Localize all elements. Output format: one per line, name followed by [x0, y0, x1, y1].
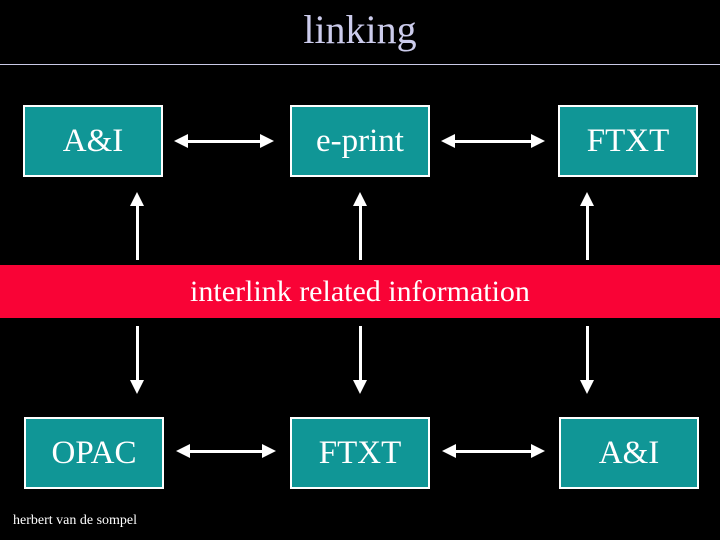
- arrowhead-left: [442, 444, 456, 458]
- arrowhead-left: [441, 134, 455, 148]
- down-arrow-right-icon: [580, 326, 594, 394]
- box-top-ftxt: FTXT: [558, 105, 698, 177]
- box-bottom-ftxt: FTXT: [290, 417, 430, 489]
- title-underline: [0, 64, 720, 65]
- box-top-eprint: e-print: [290, 105, 430, 177]
- arrowhead-up: [580, 192, 594, 206]
- up-arrow-right-icon: [580, 192, 594, 260]
- interlink-band: interlink related information: [0, 265, 720, 318]
- arrow-shaft: [585, 206, 589, 260]
- arrowhead-up: [353, 192, 367, 206]
- arrow-shaft: [135, 206, 139, 260]
- arrow-shaft: [585, 326, 589, 380]
- arrowhead-down: [353, 380, 367, 394]
- double-arrow-top-left-icon: [174, 134, 274, 148]
- double-arrow-top-right-icon: [441, 134, 545, 148]
- arrow-shaft: [190, 449, 262, 453]
- interlink-band-label: interlink related information: [190, 274, 530, 308]
- down-arrow-middle-icon: [353, 326, 367, 394]
- arrowhead-right: [260, 134, 274, 148]
- arrow-shaft: [456, 449, 531, 453]
- arrow-shaft: [455, 139, 531, 143]
- arrowhead-right: [531, 444, 545, 458]
- arrowhead-down: [580, 380, 594, 394]
- arrowhead-left: [174, 134, 188, 148]
- arrowhead-up: [130, 192, 144, 206]
- up-arrow-left-icon: [130, 192, 144, 260]
- arrow-shaft: [135, 326, 139, 380]
- box-bottom-ai: A&I: [559, 417, 699, 489]
- arrowhead-left: [176, 444, 190, 458]
- arrow-shaft: [358, 326, 362, 380]
- arrowhead-right: [262, 444, 276, 458]
- up-arrow-middle-icon: [353, 192, 367, 260]
- arrow-shaft: [358, 206, 362, 260]
- down-arrow-left-icon: [130, 326, 144, 394]
- arrowhead-down: [130, 380, 144, 394]
- box-bottom-opac: OPAC: [24, 417, 164, 489]
- slide-title: linking: [303, 7, 417, 52]
- double-arrow-bottom-right-icon: [442, 444, 545, 458]
- arrowhead-right: [531, 134, 545, 148]
- box-top-ai: A&I: [23, 105, 163, 177]
- footer-author: herbert van de sompel: [13, 513, 138, 528]
- double-arrow-bottom-left-icon: [176, 444, 276, 458]
- arrow-shaft: [188, 139, 260, 143]
